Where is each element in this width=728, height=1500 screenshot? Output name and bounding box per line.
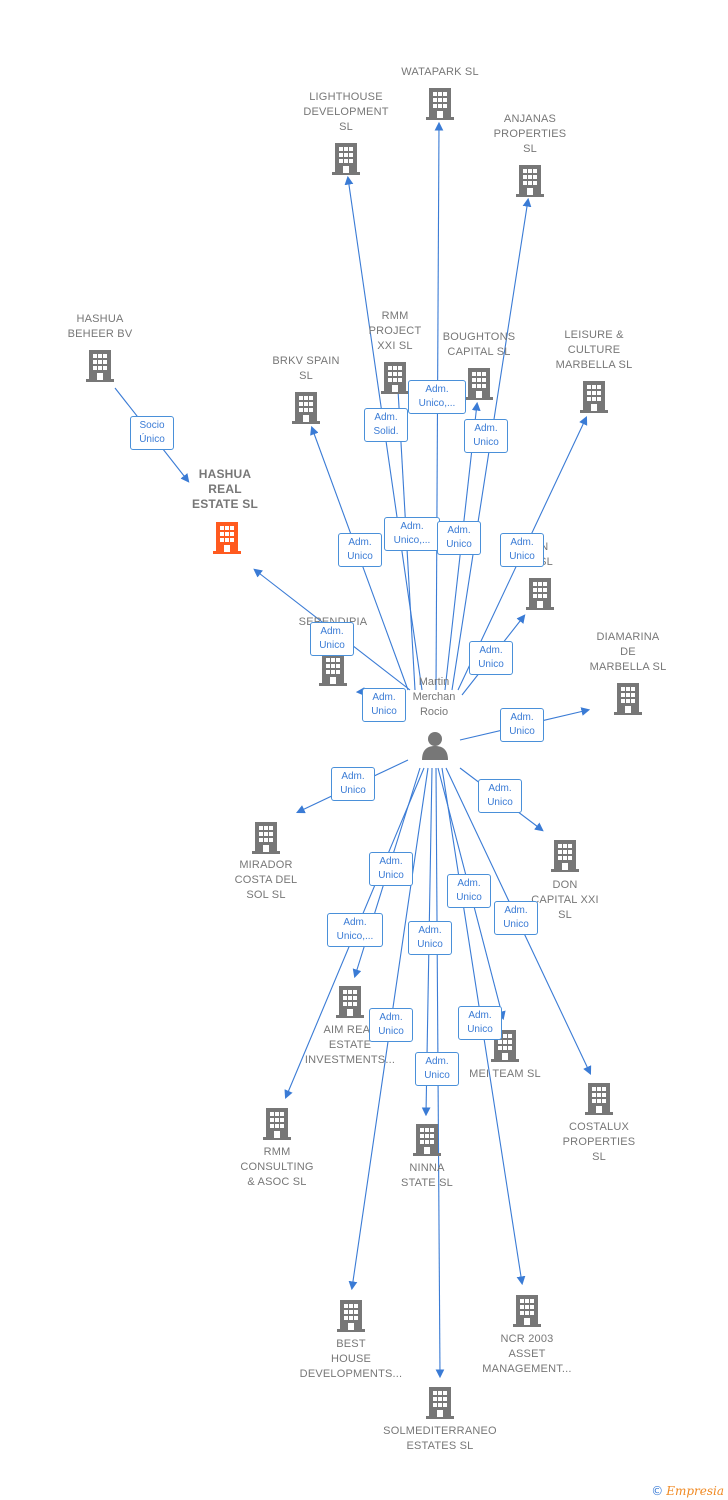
edge-label-e-costalux[interactable]: Adm. Unico xyxy=(494,901,538,935)
company-node-boughtons[interactable]: BOUGHTONS CAPITAL SL xyxy=(409,330,549,360)
company-name: RMM PROJECT XXI SL xyxy=(368,310,422,352)
edge-label-e-boughtons[interactable]: Adm. Unico xyxy=(464,419,508,453)
company-node-mirador[interactable]: MIRADOR COSTA DEL SOL SL xyxy=(196,858,336,903)
building-icon[interactable] xyxy=(413,1122,441,1156)
building-icon[interactable] xyxy=(86,348,114,382)
edge-label-e-lighthouse[interactable]: Adm. Unico,... xyxy=(384,517,440,551)
edge-label-e-brkv[interactable]: Adm. Unico xyxy=(338,533,382,567)
edge-label-e-don-g[interactable]: Adm. Unico xyxy=(469,641,513,675)
edge-label-e-best-house[interactable]: Adm. Unico xyxy=(369,1008,413,1042)
edge-label-e-serendipia[interactable]: Adm. Unico xyxy=(310,622,354,656)
company-node-hashua-beheer[interactable]: HASHUA BEHEER BV xyxy=(30,312,170,342)
company-name: WATAPARK SL xyxy=(401,66,479,78)
building-icon[interactable] xyxy=(292,390,320,424)
company-name: AIM REAL ESTATE INVESTMENTS... xyxy=(304,1024,396,1066)
building-icon[interactable] xyxy=(580,379,608,413)
company-node-rmm-consulting[interactable]: RMM CONSULTING & ASOC SL xyxy=(207,1145,347,1190)
copyright-icon: © xyxy=(651,1484,664,1498)
building-icon[interactable] xyxy=(319,652,347,686)
company-name: COSTALUX PROPERTIES SL xyxy=(562,1121,636,1163)
company-node-costalux[interactable]: COSTALUX PROPERTIES SL xyxy=(529,1120,669,1165)
footer-brand[interactable]: ©Empresia xyxy=(651,1484,724,1498)
building-icon[interactable] xyxy=(585,1081,613,1115)
company-name: LEISURE & CULTURE MARBELLA SL xyxy=(555,329,633,371)
company-name: HASHUA BEHEER BV xyxy=(67,313,133,340)
company-node-anjanas[interactable]: ANJANAS PROPERTIES SL xyxy=(460,112,600,157)
company-name: MIRADOR COSTA DEL SOL SL xyxy=(234,859,298,901)
company-node-lighthouse[interactable]: LIGHTHOUSE DEVELOPMENT SL xyxy=(276,90,416,135)
company-node-watapark[interactable]: WATAPARK SL xyxy=(370,65,510,80)
brand-logo: Empresia xyxy=(666,1484,724,1498)
building-icon[interactable] xyxy=(337,1298,365,1332)
company-node-ninna[interactable]: NINNA STATE SL xyxy=(357,1161,497,1191)
building-icon[interactable] xyxy=(426,86,454,120)
company-name: BRKV SPAIN SL xyxy=(272,355,340,382)
company-node-diamarina[interactable]: DIAMARINA DE MARBELLA SL xyxy=(558,630,698,675)
building-icon[interactable] xyxy=(426,1385,454,1419)
company-name: DIAMARINA DE MARBELLA SL xyxy=(589,631,667,673)
edge-label-e-aim[interactable]: Adm. Unico xyxy=(369,852,413,886)
company-name: LIGHTHOUSE DEVELOPMENT SL xyxy=(303,91,389,133)
company-name: SOLMEDITERRANEO ESTATES SL xyxy=(383,1425,497,1452)
person-name[interactable]: Martin Merchan Rocio xyxy=(412,676,456,718)
building-icon[interactable] xyxy=(526,576,554,610)
company-name: NCR 2003 ASSET MANAGEMENT... xyxy=(482,1333,572,1375)
company-node-don-capital[interactable]: DON CAPITAL XXI SL xyxy=(495,878,635,923)
company-node-leisure[interactable]: LEISURE & CULTURE MARBELLA SL xyxy=(524,328,664,373)
building-icon[interactable] xyxy=(465,366,493,400)
company-node-ncr[interactable]: NCR 2003 ASSET MANAGEMENT... xyxy=(457,1332,597,1377)
edge-label-socio[interactable]: Socio Único xyxy=(130,416,174,450)
building-icon[interactable] xyxy=(551,838,579,872)
company-node-aim[interactable]: AIM REAL ESTATE INVESTMENTS... xyxy=(280,1023,420,1068)
company-node-mei[interactable]: MEI TEAM SL xyxy=(435,1067,575,1082)
company-name: BEST HOUSE DEVELOPMENTS... xyxy=(299,1338,403,1380)
edge-label-e-rmm-project[interactable]: Adm. Solid. xyxy=(364,408,408,442)
company-name: MEI TEAM SL xyxy=(469,1068,541,1080)
building-icon[interactable] xyxy=(252,820,280,854)
person-icon[interactable] xyxy=(420,730,450,760)
edge-label-e-don-capital[interactable]: Adm. Unico xyxy=(478,779,522,813)
company-name: HASHUA REAL ESTATE SL xyxy=(191,467,259,511)
edge-label-e-solmed[interactable]: Adm. Unico xyxy=(415,1052,459,1086)
company-name: BOUGHTONS CAPITAL SL xyxy=(442,331,516,358)
building-icon[interactable] xyxy=(513,1293,541,1327)
company-name: RMM CONSULTING & ASOC SL xyxy=(240,1146,314,1188)
company-name: DON CAPITAL XXI SL xyxy=(531,879,599,921)
edge-label-e-serendipia2[interactable]: Adm. Unico xyxy=(362,688,406,722)
edge-label-e-mirador[interactable]: Adm. Unico xyxy=(331,767,375,801)
building-icon[interactable] xyxy=(332,141,360,175)
edge-label-e-rmm-consulting[interactable]: Adm. Unico,... xyxy=(327,913,383,947)
company-name: NINNA STATE SL xyxy=(401,1162,453,1189)
building-icon[interactable] xyxy=(516,163,544,197)
building-icon[interactable] xyxy=(263,1106,291,1140)
company-name: ANJANAS PROPERTIES SL xyxy=(493,113,567,155)
edge-label-e-mei[interactable]: Adm. Unico xyxy=(447,874,491,908)
edge-label-e-rmm-project2[interactable]: Adm. Unico,... xyxy=(408,380,466,414)
company-node-brkv[interactable]: BRKV SPAIN SL xyxy=(236,354,376,384)
edge-label-e-leisure[interactable]: Adm. Unico xyxy=(500,533,544,567)
company-node-solmed[interactable]: SOLMEDITERRANEO ESTATES SL xyxy=(370,1424,510,1454)
edge-label-e-ncr[interactable]: Adm. Unico xyxy=(458,1006,502,1040)
building-icon[interactable] xyxy=(213,520,241,554)
company-node-rmm-project[interactable]: RMM PROJECT XXI SL xyxy=(325,309,465,354)
building-icon[interactable] xyxy=(381,360,409,394)
company-node-hashua-real-estate[interactable]: HASHUA REAL ESTATE SL xyxy=(155,467,295,512)
company-node-best-house[interactable]: BEST HOUSE DEVELOPMENTS... xyxy=(281,1337,421,1382)
edge-label-e-diamarina[interactable]: Adm. Unico xyxy=(500,708,544,742)
edge-label-e-ninna[interactable]: Adm. Unico xyxy=(408,921,452,955)
building-icon[interactable] xyxy=(614,681,642,715)
building-icon[interactable] xyxy=(336,984,364,1018)
edge-label-e-watapark[interactable]: Adm. Unico xyxy=(437,521,481,555)
